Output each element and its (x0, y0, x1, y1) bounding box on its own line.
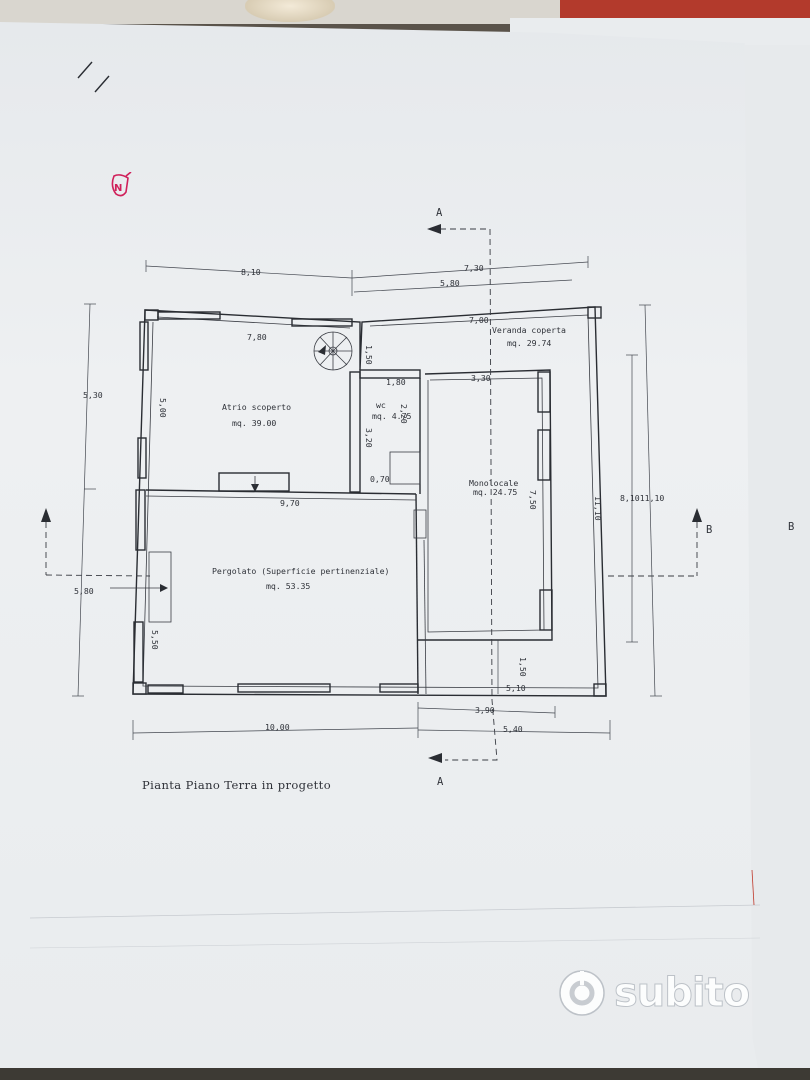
interior-walls (145, 369, 553, 695)
room-name-pergolato: Pergolato (Superficie pertinenziale) (212, 566, 389, 576)
room-name-veranda: Veranda coperta (492, 325, 566, 335)
dim-top-inner: 5,80 (440, 278, 460, 288)
section-label-a-top: A (436, 207, 443, 219)
dim-south-gap: 1,50 (518, 657, 528, 677)
subito-watermark: subito (558, 962, 773, 1024)
exterior-walls (132, 306, 607, 697)
drawing-caption: Pianta Piano Terra in progetto (142, 778, 332, 792)
dim-wc-width: 1,80 (386, 377, 406, 387)
room-area-pergolato: mq. 53.35 (266, 581, 310, 591)
dim-wc-height-a: 3,20 (364, 428, 374, 448)
dim-left-top: 5,30 (83, 390, 103, 400)
dim-right-pair: 8,1011,10 (620, 493, 664, 503)
room-area-wc: mq. 4.75 (372, 411, 412, 421)
room-area-monolocale: mq. 24.75 (473, 487, 517, 497)
dim-bottom-mid: 3,90 (475, 705, 495, 715)
room-area-veranda: mq. 29.74 (507, 338, 551, 348)
north-marker-symbol: N (114, 183, 122, 194)
room-area-atrio: mq. 39.00 (232, 418, 276, 428)
dim-pergola-width: 9,70 (280, 498, 300, 508)
subito-brand-text: subito (613, 970, 750, 1017)
dim-wc-height-b: 2,20 (399, 404, 409, 424)
room-name-monolocale: Monolocale (469, 478, 518, 488)
background-bottom (0, 1068, 810, 1080)
dim-mono-height: 7,50 (528, 490, 538, 510)
room-name-wc: wc (376, 400, 386, 410)
staple-marks (77, 61, 110, 93)
dim-east-height: 11,10 (593, 496, 603, 521)
dim-top-left: 8,10 (241, 267, 261, 277)
section-lines (41, 224, 702, 763)
room-name-atrio: Atrio scoperto (222, 402, 291, 412)
dimension-lines (72, 256, 662, 740)
dim-atrio-width: 7,80 (247, 332, 267, 342)
dim-pergola-height: 5,50 (150, 630, 160, 650)
subito-logo-icon (559, 970, 605, 1016)
section-label-b-left: B (706, 524, 712, 536)
paper-sheet-main (0, 22, 760, 1080)
dim-bottom-left: 10,00 (265, 722, 290, 732)
dim-left-bottom: 5,80 (74, 586, 94, 596)
dim-stair: 1,50 (364, 345, 374, 365)
cloth-object (245, 0, 335, 22)
north-marker-icon: N (111, 172, 132, 197)
dim-top-right: 7,30 (464, 263, 484, 273)
section-label-b-right: B (788, 521, 794, 533)
dim-atrio-height: 5,00 (158, 398, 168, 418)
section-label-a-bottom: A (437, 776, 444, 788)
dim-veranda-width: 7,00 (469, 315, 489, 325)
dim-south-width: 5,10 (506, 683, 526, 693)
dim-mono-width: 3,30 (471, 373, 491, 383)
spiral-staircase (313, 331, 353, 371)
red-cover (560, 0, 810, 20)
dim-small: 0,70 (370, 474, 390, 484)
dim-bottom-right: 5,40 (503, 724, 523, 734)
